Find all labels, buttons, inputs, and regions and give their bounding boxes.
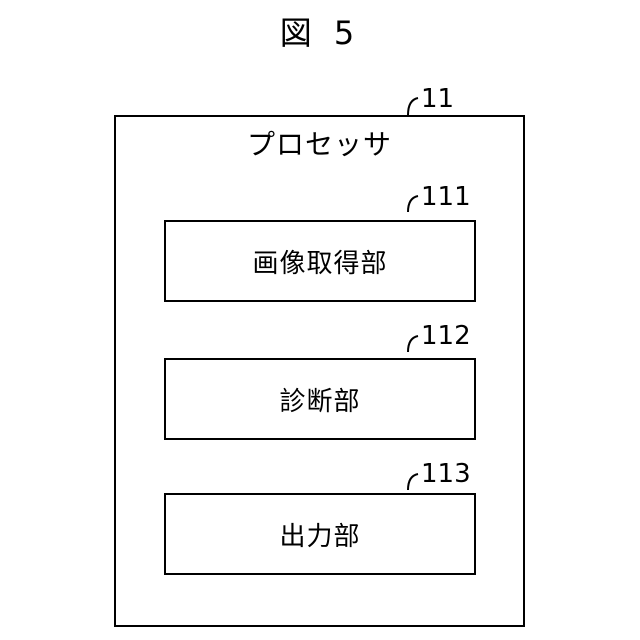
output-module: 出力部 <box>164 493 476 575</box>
diagnosis-module: 診断部 <box>164 358 476 440</box>
processor-label: プロセッサ <box>116 123 523 163</box>
image-acquisition-module: 画像取得部 <box>164 220 476 302</box>
output-ref-numeral: 113 <box>421 461 471 487</box>
module-label: 診断部 <box>279 381 360 418</box>
processor-ref-numeral: 11 <box>421 86 454 112</box>
module-label: 出力部 <box>279 516 360 553</box>
diagnosis-ref-numeral: 112 <box>421 323 471 349</box>
module-label: 画像取得部 <box>252 243 387 280</box>
image-acquisition-ref-numeral: 111 <box>421 184 471 210</box>
